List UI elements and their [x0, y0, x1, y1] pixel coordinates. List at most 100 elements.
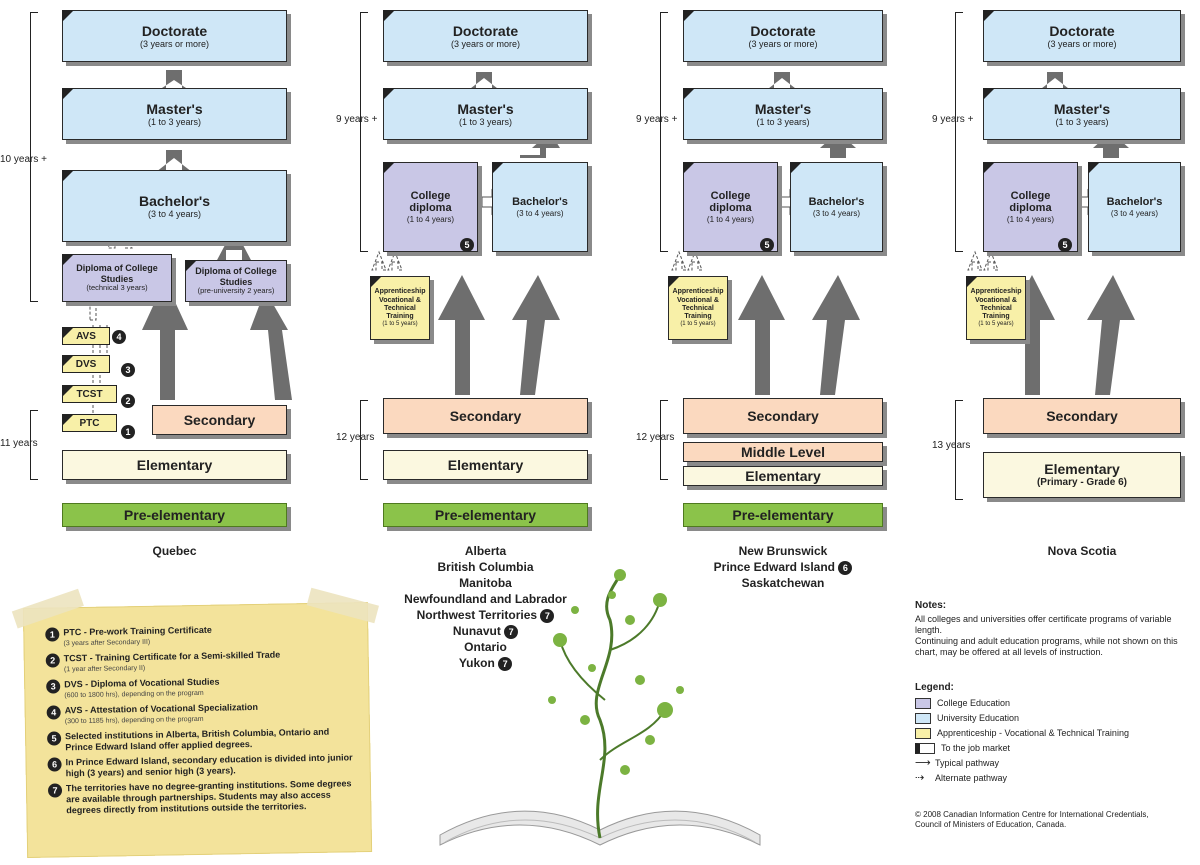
masters-box: Master's (1 to 3 years): [62, 88, 287, 140]
province-list: Alberta British Columbia Manitoba Newfou…: [383, 543, 588, 671]
elementary-box: Elementary: [683, 466, 883, 486]
bachelors-box: Bachelor's (3 to 4 years): [790, 162, 883, 252]
masters-box: Master's (1 to 3 years): [983, 88, 1181, 140]
footnote-marker: 3: [121, 363, 135, 377]
level-title: Diploma of College Studies: [76, 263, 158, 284]
college-diploma-box: College diploma (1 to 4 years): [383, 162, 478, 252]
footnote-marker: 6: [838, 560, 853, 575]
college-diploma-box: College diploma (1 to 4 years): [683, 162, 778, 252]
province-list: New Brunswick Prince Edward Island 6 Sas…: [683, 543, 883, 591]
notes-text: Continuing and adult education programs,…: [915, 636, 1178, 657]
level-title: Bachelor's: [138, 192, 211, 209]
bachelors-box: Bachelor's (3 to 4 years): [62, 170, 287, 242]
years-label: 9 years +: [336, 114, 378, 125]
secondary-box: Secondary: [152, 405, 287, 435]
pre-elementary-box: Pre-elementary: [383, 503, 588, 527]
footnote-marker: 5: [760, 238, 774, 252]
tag-avs: AVS: [62, 327, 110, 345]
elementary-box: Elementary: [62, 450, 287, 480]
province-label: Quebec: [152, 544, 197, 558]
years-label: 12 years: [336, 432, 375, 443]
big-arrow-1: [142, 280, 188, 400]
typical-arrow-icon: ⟶: [915, 757, 931, 769]
book-illustration: [439, 569, 761, 846]
years-bracket: [30, 410, 38, 480]
years-label: 12 years: [636, 432, 675, 443]
dcs-technical-box: Diploma of College Studies (technical 3 …: [62, 254, 172, 302]
dcs-preuniversity-box: Diploma of College Studies (pre-universi…: [185, 260, 287, 302]
province-label: Nunavut: [452, 624, 501, 638]
masters-box: Master's (1 to 3 years): [383, 88, 588, 140]
years-label: 9 years +: [636, 114, 678, 125]
years-bracket: [360, 12, 368, 252]
province-label: Manitoba: [459, 576, 512, 590]
apprenticeship-box: Apprenticeship Vocational & Technical Tr…: [668, 276, 728, 340]
years-bracket: [660, 400, 668, 480]
level-title: Doctorate: [141, 22, 208, 39]
pre-elementary-box: Pre-elementary: [62, 503, 287, 527]
province-label: Alberta: [464, 544, 507, 558]
level-duration: (technical 3 years): [86, 283, 148, 293]
province-label: Ontario: [464, 640, 507, 654]
footnote-marker: 1: [121, 425, 135, 439]
legend: Legend: College Education University Edu…: [915, 682, 1190, 786]
province-label: Saskatchewan: [741, 576, 825, 590]
province-label: British Columbia: [437, 560, 534, 574]
footnote-marker: 2: [121, 394, 135, 408]
legend-item: ⇢Alternate pathway: [915, 772, 1008, 784]
footnote-marker: 4: [112, 330, 126, 344]
footnote-marker: 7: [540, 608, 555, 623]
level-duration: (pre-university 2 years): [197, 286, 275, 296]
province-label: Nova Scotia: [1047, 544, 1117, 558]
footnote-marker: 5: [460, 238, 474, 252]
notes-title: Notes:: [915, 600, 947, 611]
level-duration: (3 to 4 years): [147, 208, 202, 219]
years-bracket: [30, 12, 38, 302]
legend-item: Apprenticeship - Vocational & Technical …: [915, 726, 1190, 741]
level-title: Diploma of College Studies: [195, 266, 277, 287]
secondary-box: Secondary: [683, 398, 883, 434]
legend-item: ⟶Typical pathway: [915, 757, 1000, 769]
job-market-icon: [915, 743, 935, 754]
notes-section: Notes: All colleges and universities off…: [915, 600, 1190, 658]
level-duration: (3 years or more): [139, 38, 210, 49]
doctorate-box: Doctorate (3 years or more): [383, 10, 588, 62]
notes-text: All colleges and universities offer cert…: [915, 614, 1172, 635]
years-label: 9 years +: [932, 114, 974, 125]
swatch-university: [915, 713, 931, 724]
years-bracket: [360, 400, 368, 480]
elementary-box: Elementary: [383, 450, 588, 480]
years-label: 10 years +: [0, 154, 47, 165]
legend-item: To the job market: [915, 741, 1190, 756]
footnote-marker: 7: [504, 624, 519, 639]
province-label: Yukon: [458, 656, 495, 670]
level-title: Master's: [146, 100, 203, 117]
tag-ptc: PTC: [62, 414, 117, 432]
swatch-apprenticeship: [915, 728, 931, 739]
tag-dvs: DVS: [62, 355, 110, 373]
copyright: © 2008 Canadian Information Centre for I…: [915, 810, 1149, 829]
doctorate-box: Doctorate (3 years or more): [983, 10, 1181, 62]
footnote-marker: 7: [498, 656, 513, 671]
bachelors-box: Bachelor's (3 to 4 years): [492, 162, 588, 252]
legend-title: Legend:: [915, 682, 954, 693]
secondary-box: Secondary: [383, 398, 588, 434]
province-label: Newfoundland and Labrador: [404, 592, 567, 606]
bachelors-box: Bachelor's (3 to 4 years): [1088, 162, 1181, 252]
apprenticeship-box: Apprenticeship Vocational & Technical Tr…: [370, 276, 430, 340]
province-label: Prince Edward Island: [713, 560, 836, 574]
years-label: 13 years: [932, 440, 971, 451]
footnote-marker: 5: [1058, 238, 1072, 252]
legend-item: College Education: [915, 696, 1190, 711]
years-label: 11 years: [0, 438, 38, 449]
secondary-box: Secondary: [983, 398, 1181, 434]
years-bracket: [955, 400, 963, 500]
doctorate-box: Doctorate (3 years or more): [62, 10, 287, 62]
